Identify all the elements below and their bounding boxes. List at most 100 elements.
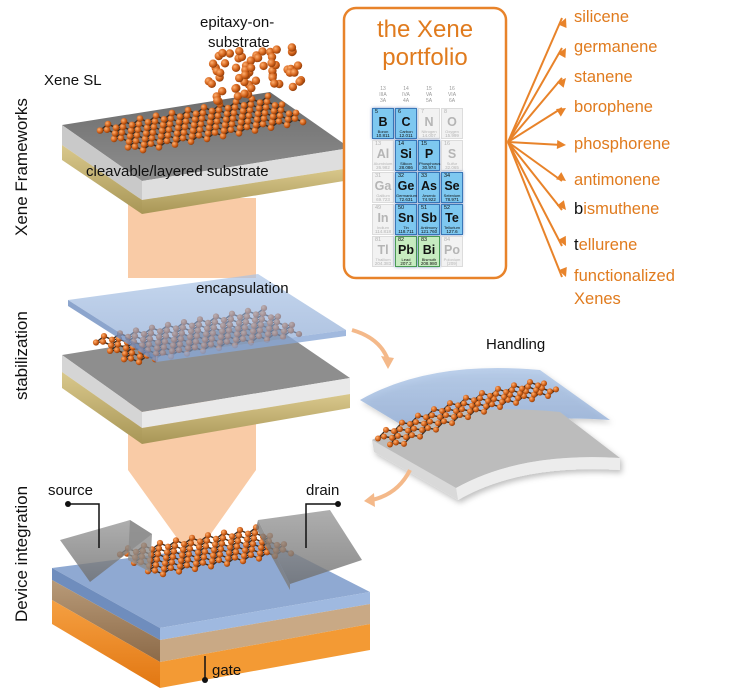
xene-item: bismuthene [574, 200, 659, 219]
element-mass: 15.999 [445, 133, 459, 138]
xene-initial: f [574, 267, 579, 285]
element-z: 31 [375, 173, 382, 179]
xene-lattice-1 [96, 92, 307, 154]
element-mass: 72.631 [399, 197, 413, 202]
fan-arrow-head [556, 140, 566, 149]
element-name: Silicon [400, 161, 412, 166]
element-mass: 114.818 [375, 229, 391, 234]
stage-label-frameworks: Xene Frameworks [12, 98, 31, 236]
xene-initial: p [574, 135, 584, 153]
xene-item: antimonene [574, 171, 660, 190]
fan-arrow [507, 47, 563, 143]
xene-item: Xenes [574, 290, 621, 309]
element-mass: 74.922 [422, 197, 436, 202]
epitaxy-particles [204, 43, 306, 106]
stage-label-device: Device integration [12, 485, 31, 622]
element-name: Indium [376, 225, 389, 230]
element-z: 8 [444, 109, 448, 115]
fan-arrow-head [557, 48, 566, 58]
xene-initial: t [574, 236, 579, 254]
element-sym: B [378, 115, 388, 129]
element-name: Polonium [443, 257, 461, 262]
element-sym: Si [400, 147, 412, 161]
element-z: 7 [421, 109, 425, 115]
element-name: Arsenic [422, 193, 436, 198]
element-name: Aluminium [373, 161, 393, 166]
group-header-num: 15 [426, 86, 432, 92]
fan-arrow-head [558, 267, 567, 277]
xene-initial: s [574, 8, 583, 26]
element-z: 6 [398, 109, 402, 115]
element-mass: 127.6 [446, 229, 458, 234]
group-header-cas: 3A [379, 98, 387, 104]
portfolio-title-1: the Xene [376, 16, 474, 43]
element-sym: Tl [377, 243, 389, 257]
label-handling: Handling [486, 336, 546, 353]
arrow-to-device [371, 469, 412, 502]
xene-rest: ermanene [583, 38, 658, 56]
element-sym: Ge [397, 179, 415, 193]
element-mass: 12.011 [399, 133, 413, 138]
element-name: Phosphorus [419, 161, 441, 166]
element-sym: C [401, 115, 411, 129]
fan-arrow [507, 141, 563, 278]
element-sym: Bi [422, 243, 436, 257]
source-electrode [60, 520, 152, 582]
element-name: Antimony [420, 225, 438, 230]
element-mass: 69.723 [376, 197, 390, 202]
xene-rest: ismuthene [583, 200, 660, 218]
group-header-num: 13 [380, 86, 386, 92]
xene-item: stanene [574, 68, 633, 87]
fan-arrow [507, 17, 563, 143]
element-mass: 30.974 [422, 165, 436, 170]
element-mass: 28.086 [399, 165, 413, 170]
portfolio-title-2: portfolio [382, 44, 468, 71]
fan-arrow [507, 77, 563, 143]
label-xene-sl: Xene SL [44, 72, 102, 89]
element-z: 50 [398, 205, 405, 211]
xene-lattice-handling [375, 378, 559, 448]
xene-item: functionalized [574, 267, 675, 286]
fan-arrow [507, 141, 563, 247]
element-name: Bismuth [421, 257, 437, 262]
element-z: 84 [444, 237, 451, 243]
xene-item: germanene [574, 38, 658, 57]
element-name: Tin [403, 225, 409, 230]
element-z: 81 [375, 237, 382, 243]
arrow-to-handling [351, 328, 390, 361]
element-z: 49 [375, 205, 382, 211]
fan-arrow [507, 141, 563, 182]
element-z: 5 [375, 109, 379, 115]
fan-arrow-head [556, 78, 566, 88]
element-sym: Se [444, 179, 460, 193]
fan-arrow [507, 107, 563, 143]
label-epitaxy-2: substrate [208, 34, 270, 51]
element-sym: Al [376, 147, 390, 161]
element-mass: 26.982 [376, 165, 390, 170]
source-wire [68, 503, 100, 548]
element-z: 13 [375, 141, 382, 147]
fan-arrow-head [557, 235, 566, 246]
group-header-roman: IIIA [379, 92, 387, 98]
element-name: Nitrogen [421, 129, 437, 134]
xene-rest: orophene [583, 98, 653, 116]
element-z: 32 [398, 173, 405, 179]
stage-label-stabilization: stabilization [12, 311, 31, 400]
encapsulation-sheet [68, 274, 346, 362]
element-sym: O [447, 115, 457, 129]
label-substrate: cleavable/layered substrate [86, 163, 269, 180]
xene-rest: tanene [582, 68, 633, 86]
group-header-num: 16 [449, 86, 455, 92]
fan-arrow [507, 141, 563, 211]
element-z: 34 [444, 173, 451, 179]
